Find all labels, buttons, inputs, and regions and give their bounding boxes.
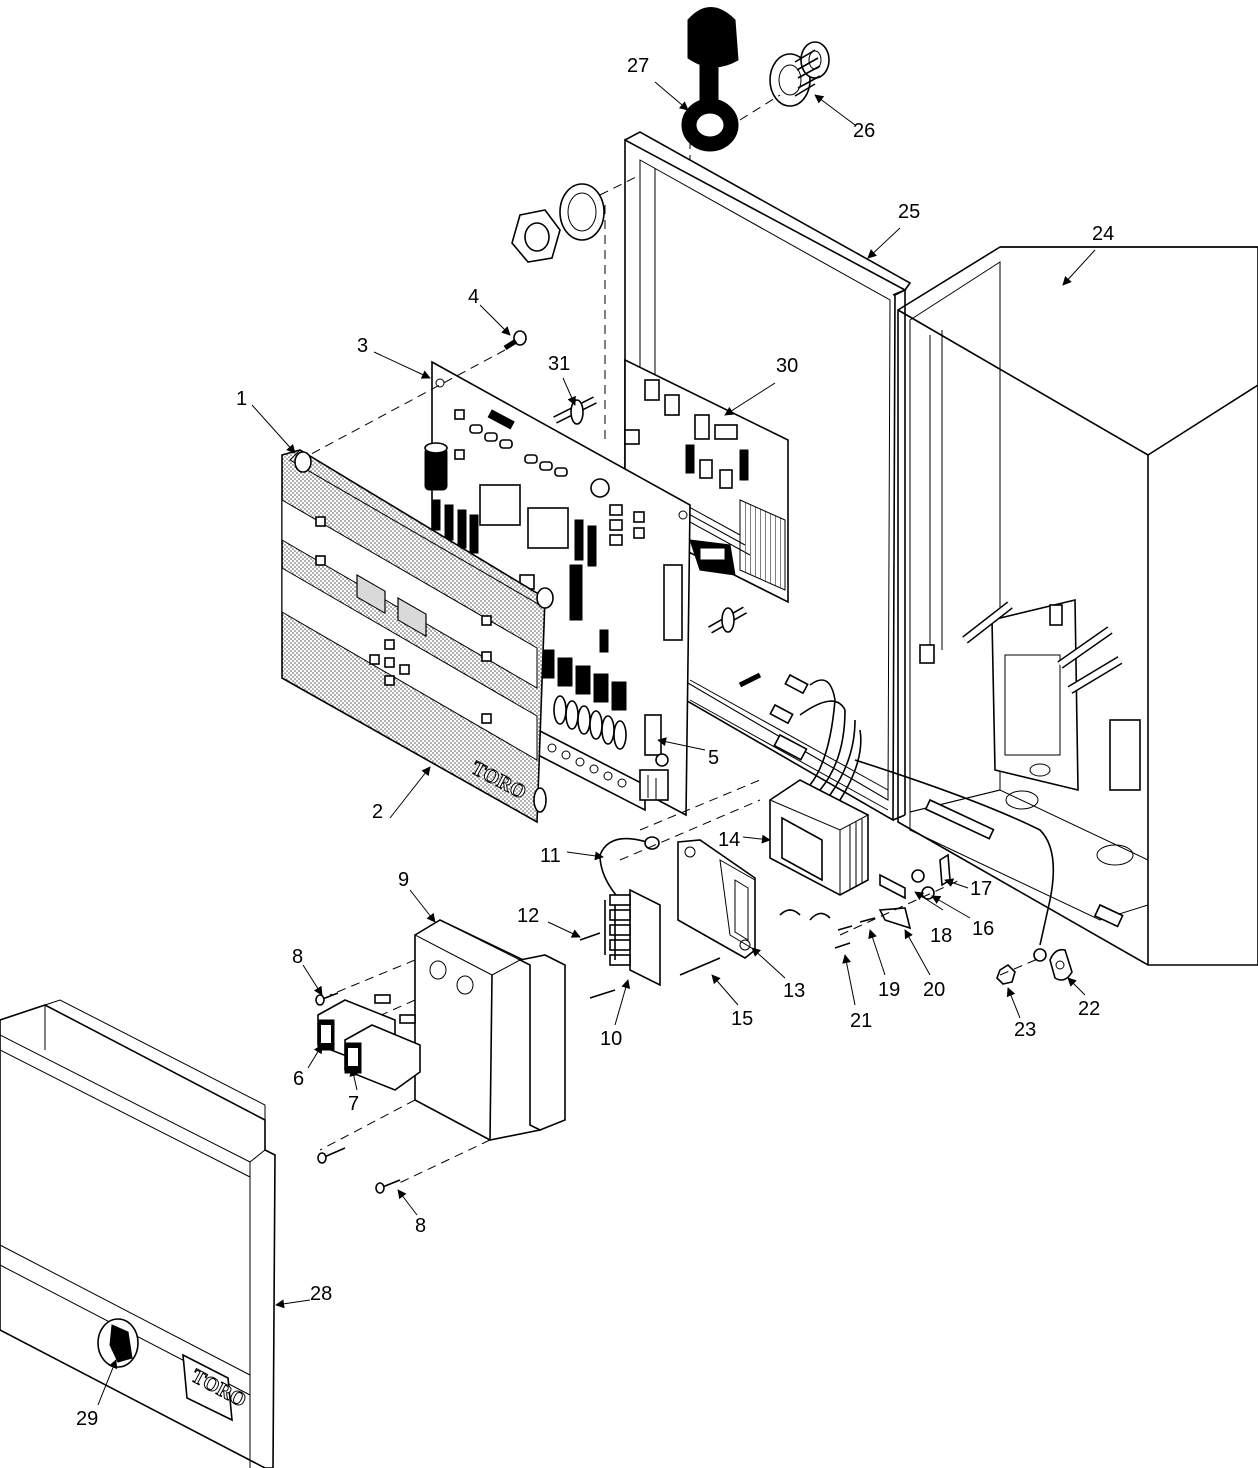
- callout-8-top: 8: [292, 946, 303, 968]
- callout-2: 2: [372, 801, 383, 823]
- wire-harness: [769, 673, 1055, 946]
- transformer: [768, 699, 870, 921]
- callout-24: 24: [1092, 223, 1114, 245]
- callout-28: 28: [310, 1283, 332, 1305]
- callout-3: 3: [357, 335, 368, 357]
- transformer-bracket: [677, 839, 756, 959]
- callout-22: 22: [1078, 998, 1100, 1020]
- conduit-nut-washer: [511, 174, 641, 440]
- callout-16: 16: [972, 918, 994, 940]
- small-hardware: [579, 853, 1073, 999]
- terminal-block: [604, 888, 661, 987]
- callout-18: 18: [930, 925, 952, 947]
- front-cover: TORO: [0, 999, 276, 1468]
- callout-13: 13: [783, 980, 805, 1002]
- screw-4: [299, 330, 527, 461]
- callout-14: 14: [718, 829, 740, 851]
- callout-21: 21: [850, 1010, 872, 1032]
- enclosure-box: [897, 246, 1258, 966]
- faceplate: TORO: [281, 449, 554, 824]
- callout-labels: 1 2 3 4 5 6 7 8 8 9 10 11 12 13 14 15 16…: [76, 55, 1114, 1430]
- callout-1: 1: [236, 388, 247, 410]
- transformer-cover: [319, 919, 566, 1186]
- callout-10: 10: [600, 1028, 622, 1050]
- callout-26: 26: [853, 120, 875, 142]
- leader-lines: [97, 81, 1096, 1406]
- callout-30: 30: [776, 355, 798, 377]
- callout-7: 7: [348, 1093, 359, 1115]
- callout-20: 20: [923, 979, 945, 1001]
- callout-25: 25: [898, 201, 920, 223]
- callout-17: 17: [970, 878, 992, 900]
- callout-31: 31: [548, 353, 570, 375]
- callout-15: 15: [731, 1008, 753, 1030]
- callout-12: 12: [517, 905, 539, 927]
- callout-8-bottom: 8: [415, 1215, 426, 1237]
- standoff: [553, 396, 762, 688]
- cover-lock[interactable]: [97, 1318, 139, 1368]
- callout-23: 23: [1014, 1019, 1036, 1041]
- callout-27: 27: [627, 55, 649, 77]
- circuit-breakers: [317, 994, 421, 1091]
- callout-19: 19: [878, 979, 900, 1001]
- callout-6: 6: [293, 1068, 304, 1090]
- callout-5: 5: [708, 747, 719, 769]
- callout-9: 9: [398, 869, 409, 891]
- callout-11: 11: [540, 845, 561, 867]
- callout-4: 4: [468, 286, 479, 308]
- secondary-circuit-board: [624, 358, 789, 604]
- callout-29: 29: [76, 1408, 98, 1430]
- cap-and-plug: [681, 7, 830, 160]
